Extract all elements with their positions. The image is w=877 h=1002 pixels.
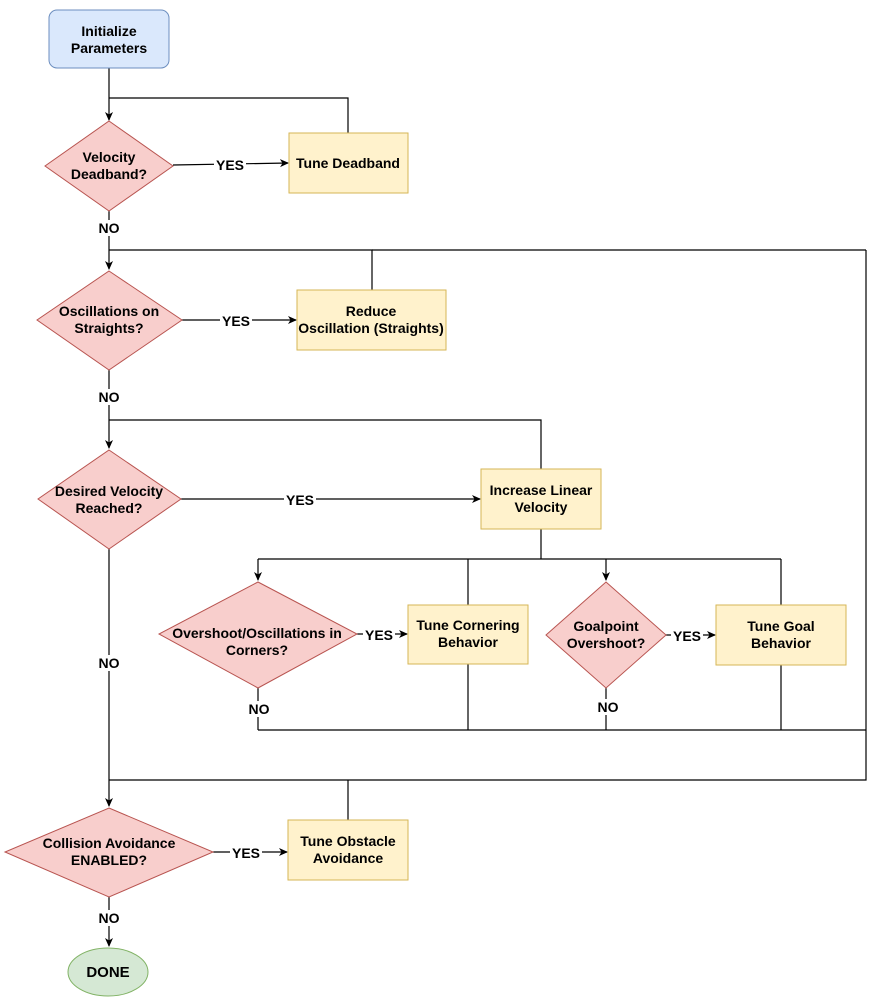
process-tune-deadband: Tune Deadband [288, 132, 409, 194]
label-corners-no: NO [249, 701, 270, 717]
nodes: Initialize Parameters Velocity Deadband?… [3, 9, 847, 997]
process-increase-velocity-line2: Velocity [515, 499, 568, 515]
label-collision-no: NO [99, 910, 120, 926]
label-corners-yes: YES [365, 627, 393, 643]
node-done: DONE [67, 947, 149, 997]
edge-tune-deadband-loop [109, 97, 349, 133]
process-tune-obstacle: Tune Obstacle Avoidance [287, 819, 409, 881]
process-increase-velocity: Increase Linear Velocity [480, 468, 602, 530]
decision-collision-avoidance: Collision Avoidance ENABLED? [3, 807, 215, 898]
decision-oscillations-straights-line2: Straights? [74, 320, 143, 336]
decision-goalpoint-overshoot-line2: Overshoot? [567, 635, 646, 651]
decision-goalpoint-overshoot-line1: Goalpoint [573, 618, 639, 634]
decision-collision-avoidance-line1: Collision Avoidance [43, 835, 176, 851]
decision-velocity-deadband-line2: Deadband? [71, 166, 147, 182]
label-velocity-no: NO [99, 655, 120, 671]
label-straights-yes: YES [222, 313, 250, 329]
process-reduce-oscillation: Reduce Oscillation (Straights) [296, 289, 447, 351]
decision-desired-velocity: Desired Velocity Reached? [37, 449, 182, 550]
label-collision-yes: YES [232, 845, 260, 861]
label-goalpoint-yes: YES [673, 628, 701, 644]
process-tune-obstacle-line1: Tune Obstacle [300, 833, 396, 849]
process-tune-cornering-line2: Behavior [438, 634, 498, 650]
decision-oscillations-straights-line1: Oscillations on [59, 303, 159, 319]
process-increase-velocity-line1: Increase Linear [490, 482, 593, 498]
label-velocity-yes: YES [286, 492, 314, 508]
edge-increase-velocity-loop [109, 419, 542, 469]
process-tune-cornering: Tune Cornering Behavior [407, 604, 529, 665]
edge-labels: YES NO YES NO YES NO YES NO YES NO YES N… [97, 157, 703, 926]
decision-collision-avoidance-line2: ENABLED? [71, 852, 147, 868]
decision-goalpoint-overshoot: Goalpoint Overshoot? [545, 581, 667, 689]
edge-outer-loop-lower [109, 730, 867, 781]
decision-velocity-deadband: Velocity Deadband? [44, 120, 174, 212]
label-deadband-no: NO [99, 220, 120, 236]
decision-overshoot-corners: Overshoot/Oscillations in Corners? [157, 581, 359, 689]
node-initialize-parameters: Initialize Parameters [48, 9, 170, 69]
decision-desired-velocity-line2: Reached? [76, 500, 143, 516]
node-initialize-parameters-line1: Initialize [81, 23, 136, 39]
process-reduce-oscillation-line1: Reduce [346, 303, 397, 319]
decision-overshoot-corners-line2: Corners? [226, 642, 288, 658]
label-goalpoint-no: NO [598, 699, 619, 715]
node-initialize-parameters-line2: Parameters [71, 40, 147, 56]
process-tune-deadband-line1: Tune Deadband [296, 155, 400, 171]
process-tune-goal-line1: Tune Goal [747, 618, 814, 634]
process-tune-goal-line2: Behavior [751, 635, 811, 651]
edges [105, 68, 867, 947]
node-done-label: DONE [86, 964, 129, 981]
decision-velocity-deadband-line1: Velocity [83, 149, 136, 165]
process-tune-goal: Tune Goal Behavior [715, 604, 847, 666]
label-straights-no: NO [99, 389, 120, 405]
edge-reduce-oscillation-loop [109, 249, 373, 290]
process-tune-cornering-line1: Tune Cornering [416, 617, 519, 633]
decision-overshoot-corners-line1: Overshoot/Oscillations in [172, 625, 342, 641]
process-tune-obstacle-line2: Avoidance [313, 850, 383, 866]
decision-desired-velocity-line1: Desired Velocity [55, 483, 163, 499]
decision-oscillations-straights: Oscillations on Straights? [36, 270, 183, 371]
process-reduce-oscillation-line2: Oscillation (Straights) [298, 320, 443, 336]
label-deadband-yes: YES [216, 157, 244, 173]
